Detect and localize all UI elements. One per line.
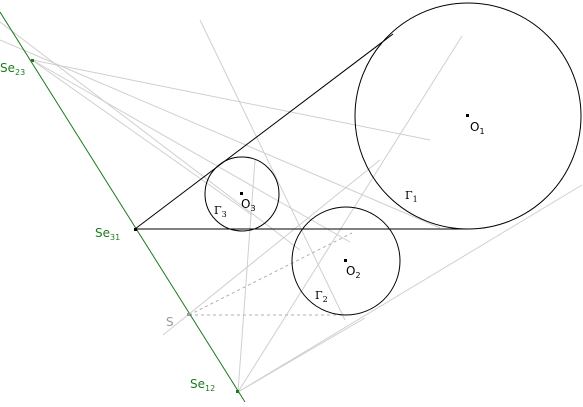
label-o2: O2: [346, 264, 361, 280]
circle-gamma-3: [204, 156, 280, 232]
circles: [204, 2, 582, 316]
center-point-o2: [344, 259, 347, 262]
construction-lines: [0, 19, 583, 393]
construction-line-d: [31, 59, 351, 243]
circle-gamma-2: [291, 206, 401, 316]
radical-axis-line: [0, 11, 246, 403]
label-se31: Se31: [95, 226, 120, 242]
construction-line-h: [237, 184, 583, 393]
center-points: [240, 114, 469, 262]
construction-line-j: [237, 317, 366, 393]
label-gamma-3: Γ3: [214, 204, 227, 219]
construction-line-a: [0, 39, 441, 229]
center-point-o1: [466, 114, 469, 117]
construction-line-c: [31, 59, 253, 216]
label-gamma-2: Γ2: [315, 289, 328, 304]
dashed-lines: [188, 232, 353, 316]
label-o3: O3: [241, 197, 256, 213]
construction-line-e: [31, 59, 431, 141]
point-se12: [236, 390, 239, 393]
construction-line-b: [0, 21, 301, 251]
label-se23: Se23: [0, 61, 25, 77]
center-point-o3: [240, 192, 243, 195]
construction-line-f: [199, 19, 346, 321]
point-s: [187, 313, 190, 316]
construction-line-g: [237, 35, 463, 393]
label-se12: Se12: [190, 377, 215, 393]
dashed-line-s-diagonal: [188, 232, 353, 316]
tangent-lines: [134, 33, 470, 230]
label-gamma-1: Γ1: [405, 189, 418, 204]
point-se23: [31, 59, 34, 62]
construction-line-k: [162, 159, 381, 336]
point-se31: [134, 228, 137, 231]
label-s: S: [166, 315, 174, 329]
circle-gamma-1: [354, 2, 582, 230]
tangent-line-upper: [134, 33, 394, 230]
construction-line-i: [237, 159, 256, 393]
label-o1: O1: [470, 120, 485, 136]
